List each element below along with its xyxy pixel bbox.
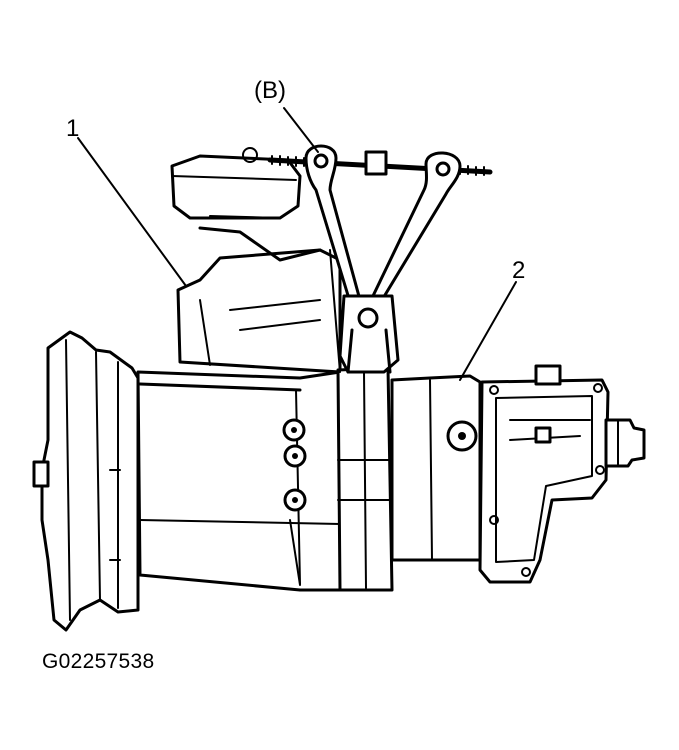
callout-part-2: 2: [512, 257, 525, 284]
figure-id: G02257538: [42, 650, 155, 673]
special-tool-b: [267, 144, 493, 374]
actuator-box: [170, 147, 302, 220]
callout-tool-label: (B): [254, 77, 286, 104]
rear-cover-plate: [478, 364, 610, 584]
output-shaft: [604, 418, 646, 468]
leader-line-1: [77, 137, 187, 287]
callout-part-1: 1: [66, 115, 79, 142]
leader-lines: [77, 107, 517, 381]
bell-housing: [32, 330, 140, 632]
leader-line-b: [283, 107, 319, 153]
upper-housing: [176, 226, 342, 374]
extension-housing: [390, 374, 482, 562]
leader-line-2: [459, 281, 517, 381]
